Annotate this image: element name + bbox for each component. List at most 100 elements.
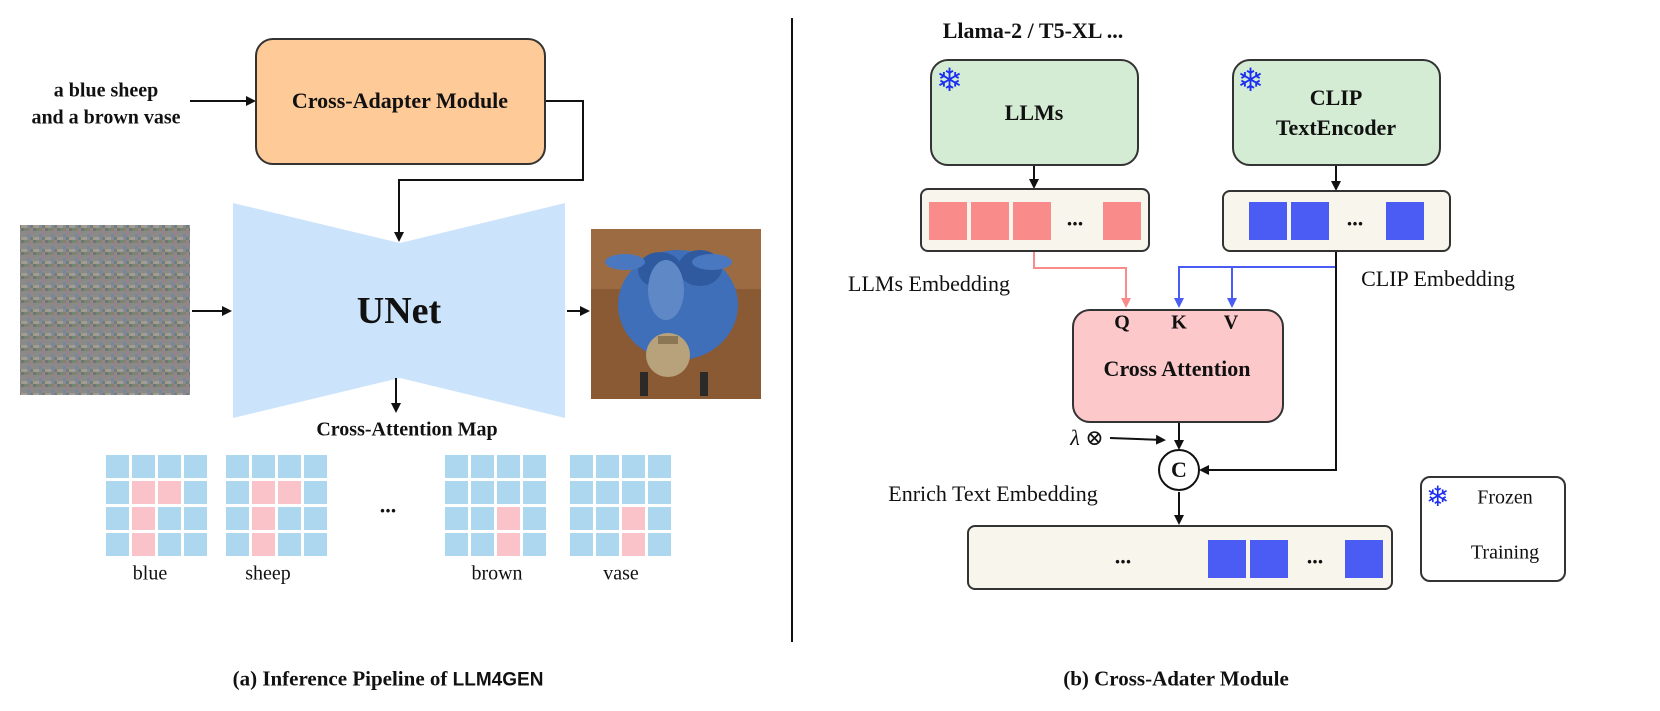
attention-cell-active bbox=[497, 507, 520, 530]
llm-token-ellipsis: ... bbox=[1066, 205, 1084, 231]
legend-training: Training bbox=[1470, 541, 1540, 564]
attention-cell-active bbox=[252, 533, 275, 556]
query-label: Q bbox=[1114, 311, 1130, 334]
enrich-embedding-label: Enrich Text Embedding bbox=[888, 481, 1098, 506]
key-label: K bbox=[1171, 311, 1187, 334]
attention-cell bbox=[106, 481, 129, 504]
attention-cell bbox=[596, 481, 619, 504]
attention-cell bbox=[445, 455, 468, 478]
attention-cell bbox=[304, 481, 327, 504]
map-word-vase: vase bbox=[603, 562, 639, 585]
attention-cell bbox=[278, 533, 301, 556]
legend-box bbox=[1420, 476, 1566, 582]
attention-cell bbox=[497, 481, 520, 504]
arrow-clip-to-concat bbox=[1199, 252, 1337, 475]
clip-box-line2: TextEncoder bbox=[1275, 115, 1397, 140]
snowflake-icon: ❄ bbox=[936, 61, 963, 99]
attention-cell-active bbox=[252, 481, 275, 504]
left-caption-model: LLM4GEN bbox=[452, 669, 544, 691]
attention-cell bbox=[226, 533, 249, 556]
cross-attention-label: Cross Attention bbox=[1103, 356, 1251, 381]
attention-cell bbox=[445, 507, 468, 530]
arrow-llm-embed-to-q bbox=[1033, 252, 1131, 308]
value-label: V bbox=[1223, 311, 1239, 334]
noise-image bbox=[20, 225, 190, 395]
attention-cell bbox=[570, 533, 593, 556]
attention-cell bbox=[184, 533, 207, 556]
attention-cell bbox=[304, 455, 327, 478]
concat-node bbox=[1158, 449, 1200, 491]
attention-cell-active bbox=[497, 533, 520, 556]
attention-cell bbox=[158, 455, 181, 478]
attention-cell bbox=[523, 455, 546, 478]
attention-cell bbox=[570, 481, 593, 504]
right-caption: (b) Cross-Adater Module bbox=[1063, 666, 1289, 691]
attention-cell bbox=[226, 507, 249, 530]
attention-cell bbox=[106, 507, 129, 530]
attention-cell bbox=[648, 481, 671, 504]
attention-cell bbox=[523, 481, 546, 504]
attention-cell bbox=[278, 455, 301, 478]
clip-token-ellipsis: ... bbox=[1346, 205, 1364, 231]
attention-cell bbox=[648, 533, 671, 556]
attention-cell bbox=[471, 507, 494, 530]
attention-cell-active bbox=[622, 533, 645, 556]
attention-cell bbox=[158, 507, 181, 530]
attention-cell bbox=[304, 507, 327, 530]
llm-box-label: LLMs bbox=[1004, 100, 1064, 125]
attention-cell bbox=[445, 481, 468, 504]
attention-cell bbox=[226, 481, 249, 504]
attention-cell bbox=[184, 455, 207, 478]
clip-token bbox=[1208, 540, 1246, 578]
map-word-brown: brown bbox=[471, 562, 523, 585]
arrow-lambda-to-concat bbox=[1109, 434, 1166, 445]
clip-token bbox=[1291, 202, 1329, 240]
attention-cell-active bbox=[132, 533, 155, 556]
attention-cell bbox=[570, 507, 593, 530]
snowflake-icon: ❄ bbox=[1426, 480, 1450, 513]
attention-cell bbox=[523, 507, 546, 530]
attention-cell bbox=[158, 533, 181, 556]
lambda-operator: λ ⊗ bbox=[1070, 425, 1104, 450]
cross-attention-box bbox=[1072, 309, 1284, 423]
attention-cell bbox=[648, 507, 671, 530]
enriched-clip-ellipsis: ... bbox=[1306, 543, 1324, 569]
map-word-sheep: sheep bbox=[245, 562, 291, 585]
llm-token bbox=[1013, 202, 1051, 240]
attention-cell bbox=[596, 533, 619, 556]
llm-embedding-label: LLMs Embedding bbox=[848, 271, 1010, 296]
attention-cell bbox=[596, 507, 619, 530]
clip-token bbox=[1386, 202, 1424, 240]
attention-cell-active bbox=[132, 507, 155, 530]
attention-cell bbox=[304, 533, 327, 556]
attention-cell-active bbox=[252, 507, 275, 530]
enriched-token-ellipsis: ... bbox=[1114, 543, 1132, 569]
clip-token bbox=[1250, 540, 1288, 578]
cross-adapter-label: Cross-Adapter Module bbox=[291, 88, 509, 113]
attention-cell-active bbox=[132, 481, 155, 504]
attention-cell bbox=[184, 481, 207, 504]
clip-box-line1: CLIP bbox=[1309, 85, 1363, 110]
map-word-blue: blue bbox=[132, 562, 168, 585]
concat-label: C bbox=[1171, 457, 1187, 482]
snowflake-icon: ❄ bbox=[1237, 61, 1264, 99]
cross-adapter-box bbox=[255, 38, 546, 165]
prompt-line-2: and a brown vase bbox=[31, 106, 181, 129]
attention-cell-active bbox=[158, 481, 181, 504]
clip-token bbox=[1345, 540, 1383, 578]
llm-token bbox=[971, 202, 1009, 240]
attention-cell bbox=[278, 507, 301, 530]
arrow-clip-embed-to-k bbox=[1174, 252, 1337, 308]
cross-attention-map-title: Cross-Attention Map bbox=[316, 418, 498, 441]
attention-cell bbox=[471, 533, 494, 556]
attention-cell bbox=[523, 533, 546, 556]
attention-cell-active bbox=[622, 507, 645, 530]
attention-cell bbox=[570, 455, 593, 478]
attention-cell bbox=[445, 533, 468, 556]
attention-cell bbox=[132, 455, 155, 478]
left-caption: (a) Inference Pipeline of LLM4GEN bbox=[233, 667, 544, 692]
attention-cell bbox=[106, 455, 129, 478]
attention-cell bbox=[471, 455, 494, 478]
attention-cell bbox=[497, 455, 520, 478]
